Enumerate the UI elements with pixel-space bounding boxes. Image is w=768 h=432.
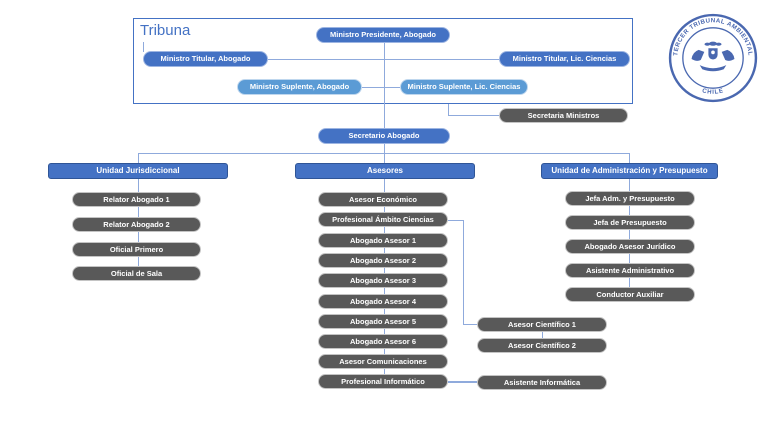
org-node: Profesional Informático [318, 374, 448, 389]
tribunal-group-title: Tribuna [140, 22, 191, 39]
connector-line [143, 42, 144, 52]
connector-line [462, 323, 478, 325]
org-node: Asesor Comunicaciones [318, 354, 448, 369]
seal-inner-ring [682, 27, 744, 89]
node-ministro-suplente-ciencias: Ministro Suplente, Lic. Ciencias [400, 79, 528, 95]
header-unidad-administracion: Unidad de Administración y Presupuesto [541, 163, 718, 179]
connector-line [448, 219, 464, 221]
org-node: Asesor Científico 1 [477, 317, 607, 332]
node-ministro-presidente: Ministro Presidente, Abogado [316, 27, 450, 43]
org-node: Abogado Asesor 5 [318, 314, 448, 329]
org-node: Asesor Científico 2 [477, 338, 607, 353]
seal-outer-ring [668, 13, 758, 103]
org-node: Asistente Administrativo [565, 263, 695, 278]
connector-line [268, 58, 500, 60]
org-node: Oficial de Sala [72, 266, 201, 281]
seal-chile-text: CHILE [701, 87, 723, 96]
org-node: Abogado Asesor 3 [318, 273, 448, 288]
connector-line [628, 153, 630, 164]
connector-line [628, 179, 630, 295]
org-node: Abogado Asesor 4 [318, 294, 448, 309]
connector-line [541, 332, 543, 339]
org-node: Abogado Asesor Jurídico [565, 239, 695, 254]
connector-line [362, 86, 400, 88]
org-node: Asesor Económico [318, 192, 448, 207]
connector-line [447, 104, 449, 116]
connector-line [137, 153, 139, 164]
org-node: Abogado Asesor 2 [318, 253, 448, 268]
org-node: Jefa Adm. y Presupuesto [565, 191, 695, 206]
node-secretaria-ministros: Secretaria Ministros [499, 108, 628, 123]
node-secretario-abogado: Secretario Abogado [318, 128, 450, 144]
org-node: Conductor Auxiliar [565, 287, 695, 302]
org-node: Oficial Primero [72, 242, 201, 257]
org-node: Asistente Informática [477, 375, 607, 390]
svg-text:CHILE: CHILE [701, 87, 724, 96]
node-ministro-suplente-abogado: Ministro Suplente, Abogado [237, 79, 362, 95]
connector-line [462, 219, 464, 325]
org-node: Relator Abogado 1 [72, 192, 201, 207]
tribunal-seal: TERCER TRIBUNAL AMBIENTAL CHILE [668, 13, 758, 103]
connector-line [137, 152, 630, 154]
org-node: Profesional Ámbito Ciencias [318, 212, 448, 227]
node-ministro-titular-abogado: Ministro Titular, Abogado [143, 51, 268, 67]
coat-of-arms-icon [691, 41, 735, 72]
node-ministro-titular-ciencias: Ministro Titular, Lic. Ciencias [499, 51, 630, 67]
org-node: Abogado Asesor 6 [318, 334, 448, 349]
connector-line [447, 114, 500, 116]
header-asesores: Asesores [295, 163, 475, 179]
tribunal-group-frame [133, 18, 633, 104]
connector-line [383, 43, 385, 129]
org-node: Jefa de Presupuesto [565, 215, 695, 230]
org-node: Abogado Asesor 1 [318, 233, 448, 248]
connector-line [448, 381, 477, 383]
org-node: Relator Abogado 2 [72, 217, 201, 232]
header-unidad-jurisdiccional: Unidad Jurisdiccional [48, 163, 228, 179]
